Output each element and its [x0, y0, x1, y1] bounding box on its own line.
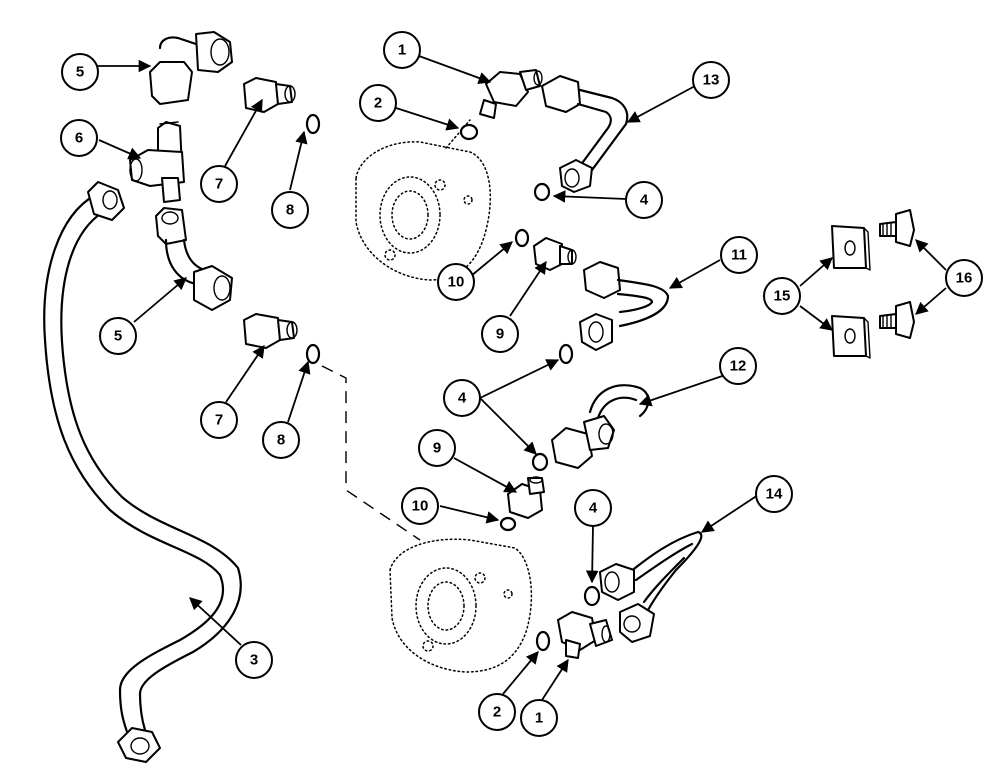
svg-text:3: 3 [250, 652, 258, 669]
callout-5-bottom: 5 [99, 317, 137, 355]
callout-1-top: 1 [383, 31, 421, 69]
callout-10-top: 10 [437, 263, 475, 301]
callout-2-top: 2 [359, 84, 397, 122]
svg-text:16: 16 [956, 270, 973, 287]
svg-text:1: 1 [398, 42, 406, 59]
o-ring-4-bottom-part [583, 585, 601, 607]
callout-2-bottom: 2 [478, 693, 516, 731]
callout-10-bottom: 10 [401, 487, 439, 525]
screw-16-top-part [879, 209, 915, 247]
svg-text:10: 10 [412, 498, 429, 515]
svg-text:5: 5 [114, 328, 122, 345]
svg-text:8: 8 [286, 202, 294, 219]
callout-12: 12 [719, 347, 757, 385]
callout-13: 13 [692, 61, 730, 99]
plate-15-top-part [831, 225, 871, 271]
callout-1-bottom: 1 [520, 699, 558, 737]
callout-16: 16 [945, 259, 983, 297]
svg-text:7: 7 [215, 412, 223, 429]
callout-3: 3 [235, 641, 273, 679]
svg-text:13: 13 [703, 72, 720, 89]
svg-text:7: 7 [215, 176, 223, 193]
adapter-fitting-top-part [243, 77, 296, 113]
tube-11-part [579, 261, 670, 351]
o-ring-2-top-part [459, 123, 479, 141]
dashed-assembly-line [321, 365, 421, 541]
adapter-fitting-bottom-part [243, 313, 298, 349]
callout-4-bottom: 4 [574, 489, 612, 527]
svg-text:6: 6 [75, 130, 83, 147]
callout-4-top: 4 [625, 181, 663, 219]
svg-text:11: 11 [731, 247, 747, 264]
elbow-fitting-bottom-part [155, 207, 233, 311]
callout-7-bottom: 7 [200, 401, 238, 439]
callout-11: 11 [720, 236, 758, 274]
svg-text:2: 2 [374, 95, 382, 112]
callout-14: 14 [755, 475, 793, 513]
callout-6: 6 [60, 119, 98, 157]
pump-housing-top-phantom [355, 119, 492, 281]
fitting-9-bottom-part [507, 476, 545, 519]
svg-text:1: 1 [535, 710, 543, 727]
tube-14-part [599, 530, 703, 643]
o-ring-4-top-part [533, 182, 551, 202]
svg-text:15: 15 [774, 288, 791, 305]
svg-text:12: 12 [730, 358, 747, 375]
o-ring-bottom-part [305, 343, 321, 365]
callout-8-top: 8 [271, 191, 309, 229]
svg-text:5: 5 [76, 64, 84, 81]
tee-fitting-part [129, 121, 185, 203]
tube-12-part [551, 384, 650, 469]
plate-15-bottom-part [831, 315, 871, 359]
svg-text:10: 10 [448, 274, 465, 291]
callout-15: 15 [763, 277, 801, 315]
o-ring-10-top-part [514, 228, 530, 248]
callout-7-top: 7 [200, 165, 238, 203]
screw-16-bottom-part [879, 301, 915, 339]
o-ring-4-middle-part [558, 343, 574, 365]
svg-text:4: 4 [458, 390, 467, 407]
o-ring-10-bottom-part [499, 516, 517, 532]
callout-9-bottom: 9 [418, 429, 456, 467]
svg-text:8: 8 [277, 432, 285, 449]
elbow-fitting-1-bottom-part [557, 611, 613, 659]
o-ring-4-lower-part [531, 452, 549, 472]
svg-text:9: 9 [433, 440, 441, 457]
svg-text:9: 9 [496, 326, 504, 343]
fitting-9-top-part [533, 237, 577, 271]
pump-housing-bottom-phantom [389, 538, 533, 673]
svg-text:2: 2 [493, 704, 501, 721]
tube-13-part [541, 75, 629, 193]
o-ring-top-part [305, 113, 321, 135]
callout-4-middle: 4 [443, 379, 481, 417]
callout-5-top: 5 [61, 53, 99, 91]
o-ring-2-bottom-part [535, 630, 551, 652]
callout-8-bottom: 8 [262, 421, 300, 459]
elbow-fitting-top-part [149, 31, 233, 105]
leader-lines [98, 55, 947, 701]
callout-9-top: 9 [481, 315, 519, 353]
svg-text:4: 4 [589, 500, 598, 517]
elbow-fitting-1-top-part [479, 69, 543, 119]
svg-text:14: 14 [766, 486, 783, 503]
svg-text:4: 4 [640, 192, 649, 209]
long-tube-part [43, 181, 242, 763]
